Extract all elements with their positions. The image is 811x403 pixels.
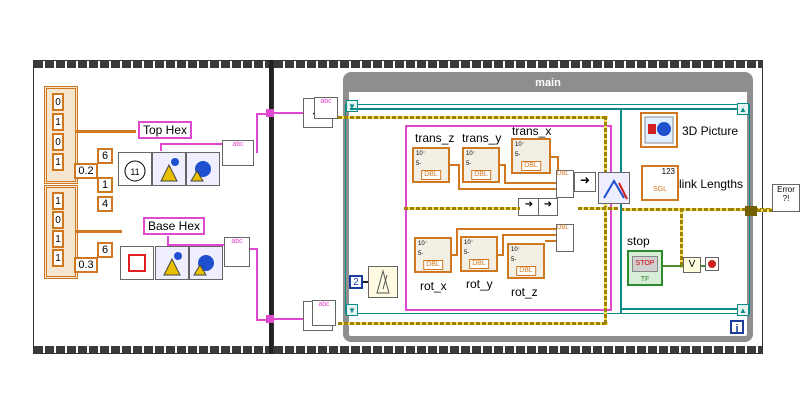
radius-constant[interactable]: 0.3 (74, 257, 98, 273)
object-display-base[interactable] (189, 246, 223, 280)
main-title: main (535, 77, 561, 89)
sequence-divider (269, 60, 273, 354)
array-element[interactable]: 1 (52, 249, 64, 267)
stop-button[interactable]: STOP (632, 256, 658, 272)
stop-label: stop (627, 234, 650, 248)
array-element[interactable]: 1 (52, 113, 64, 131)
loop-corner-left[interactable]: ▼ (346, 100, 358, 112)
cluster-bundle-frame2[interactable]: abc (312, 300, 336, 326)
3d-picture-label: 3D Picture (682, 124, 739, 138)
stop-control[interactable]: STOP TF (627, 250, 663, 286)
3d-object-icon (160, 158, 179, 182)
3d-object-icon (163, 252, 182, 276)
rot-z-label: rot_z (511, 285, 538, 299)
polygon-icon (128, 254, 146, 272)
array-element[interactable]: 1 (52, 153, 64, 171)
or-function[interactable]: V (683, 257, 701, 273)
cluster-bundle-frame2-top[interactable]: abc (314, 97, 338, 119)
trans-x-control[interactable]: 10⁻ 5- DBL (511, 138, 551, 174)
object-display-top[interactable] (186, 152, 220, 186)
bundle-translation[interactable]: DBL (556, 170, 574, 198)
rot-z-control[interactable]: 10⁻ 5- DBL (507, 243, 545, 279)
trans-z-control[interactable]: 10⁻ 5- DBL (412, 147, 450, 183)
top-hex-label[interactable]: Top Hex (138, 121, 193, 139)
object-create-top[interactable] (152, 152, 186, 186)
transform-icon (603, 179, 628, 200)
array-element[interactable]: 1 (52, 230, 64, 248)
bundle-node-a[interactable]: ➜ (574, 172, 596, 192)
3d-sphere-icon (193, 255, 214, 276)
cluster-bundle-base[interactable]: abc (224, 237, 250, 267)
main-title-bar: main (349, 74, 747, 92)
svg-text:11: 11 (130, 167, 139, 177)
array-element[interactable]: 0 (52, 93, 64, 111)
transform-subvi[interactable] (598, 172, 630, 204)
trans-y-control[interactable]: 10⁻ 5- DBL (462, 147, 500, 183)
division-constant[interactable]: 1 (97, 177, 113, 193)
bundle-node-b[interactable]: ➜ (518, 198, 540, 216)
rot-x-control[interactable]: 10⁻ 5- DBL (414, 237, 452, 273)
sides-constant[interactable]: 6 (97, 242, 113, 258)
trans-y-label: trans_y (462, 131, 502, 145)
division-constant[interactable]: 4 (97, 196, 113, 212)
wait-function[interactable] (368, 266, 398, 298)
loop-corner-bottom-left[interactable]: ▼ (346, 304, 358, 316)
trans-x-label: trans_x (512, 124, 552, 138)
base-hex-label[interactable]: Base Hex (143, 217, 206, 235)
array-element[interactable]: 1 (52, 192, 64, 210)
bundle-rotation[interactable]: DBL (556, 224, 574, 252)
error-tunnel (745, 206, 757, 216)
tunnel (266, 109, 274, 117)
top-hex-array[interactable]: 0 1 0 1 (44, 86, 78, 184)
array-element[interactable]: 0 (52, 133, 64, 151)
metronome-icon (376, 269, 390, 294)
object-create-base[interactable] (155, 246, 189, 280)
trans-z-label: trans_z (415, 131, 455, 145)
radius-constant[interactable]: 0.2 (74, 163, 98, 179)
rot-x-label: rot_x (420, 279, 447, 293)
bundle-node-c[interactable]: ➜ (538, 198, 558, 216)
3d-picture-indicator[interactable] (640, 112, 678, 148)
loop-corner-right[interactable]: ▲ (737, 103, 749, 115)
link-lengths-indicator[interactable]: 123 SGL (641, 165, 679, 201)
error-handler-node[interactable]: Error ?! (772, 184, 800, 212)
base-hex-array[interactable]: 1 0 1 1 (44, 185, 78, 279)
rot-y-control[interactable]: 10⁻ 5- DBL (460, 236, 498, 272)
polygon-icon: 11 (124, 160, 146, 182)
link-lengths-label: link Lengths (679, 177, 744, 191)
inner-frame (405, 125, 612, 311)
3d-sphere-icon (190, 161, 211, 182)
cluster-bundle-top[interactable]: abc (222, 140, 254, 166)
stop-terminal[interactable] (705, 257, 719, 271)
sides-constant[interactable]: 6 (97, 148, 113, 164)
tunnel (266, 315, 274, 323)
loop-corner-bottom-right[interactable]: ▲ (737, 304, 749, 316)
3d-scene-icon (644, 116, 674, 144)
loop-iteration-terminal[interactable]: i (730, 320, 744, 335)
wait-constant[interactable]: 2 (349, 275, 363, 289)
polygon-subvi-top[interactable]: 11 (118, 152, 152, 186)
rot-y-label: rot_y (466, 277, 493, 291)
polygon-subvi-base[interactable] (120, 246, 154, 280)
array-element[interactable]: 0 (52, 211, 64, 229)
